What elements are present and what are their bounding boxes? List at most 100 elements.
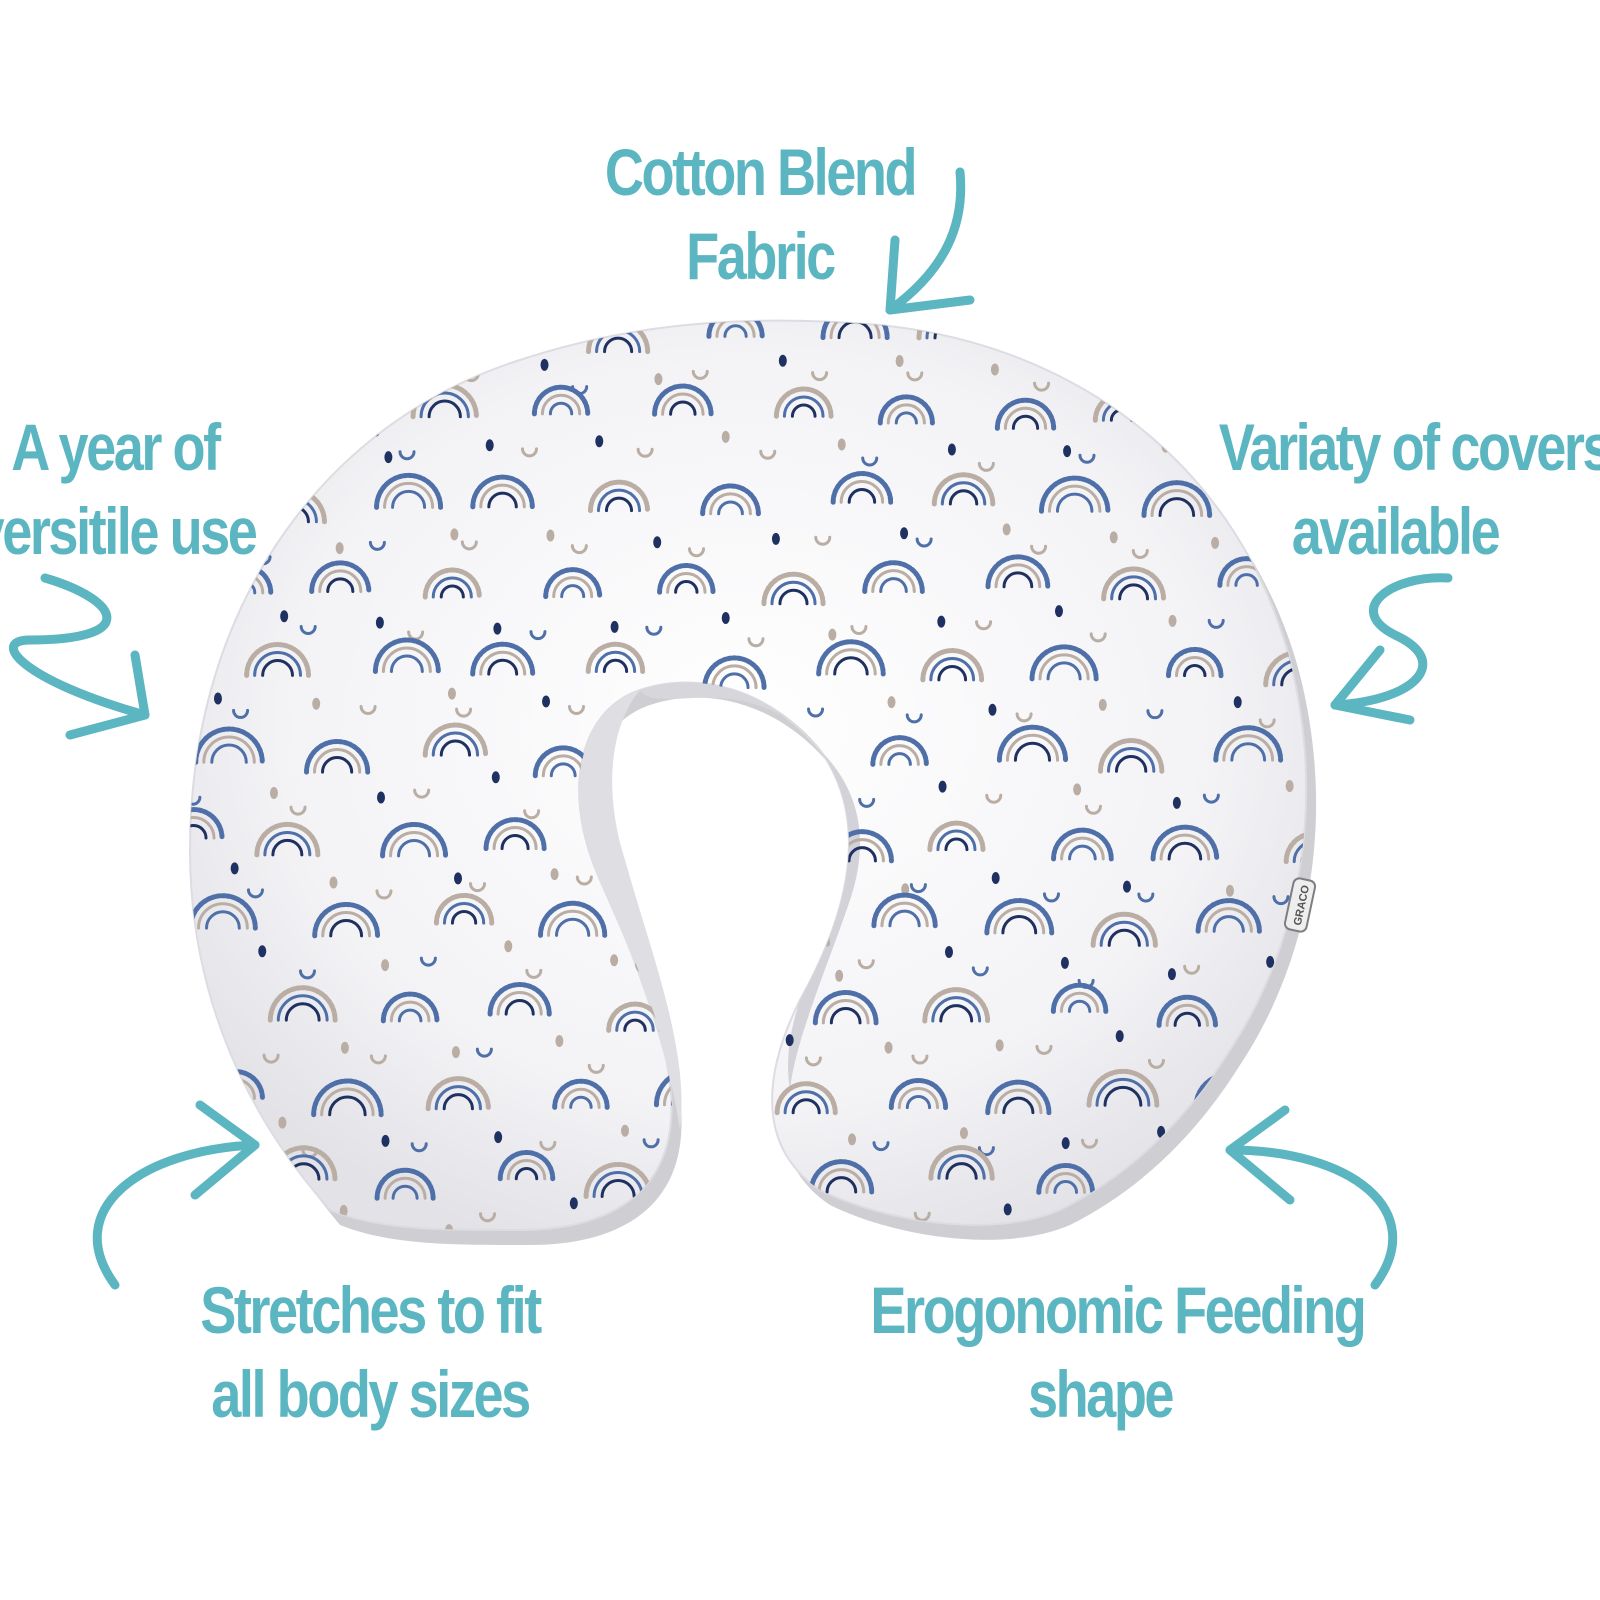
- callout-stretch-line1: Stretches to fit: [200, 1273, 542, 1347]
- zigzag-arrow-icon: [9, 573, 150, 720]
- smile-arc: [1202, 793, 1220, 804]
- rainbow-motif: [1036, 1163, 1096, 1195]
- rainbow-arc: [770, 580, 817, 606]
- smile-arc: [587, 1063, 605, 1074]
- raindrop-dot: [895, 355, 904, 368]
- rainbow-arc: [190, 981, 203, 1018]
- rainbow-arc: [1005, 733, 1060, 762]
- smile-arc: [469, 882, 487, 893]
- raindrop-dot: [1349, 885, 1357, 897]
- callout-year-line1: A year of: [11, 410, 221, 484]
- rainbow-motif: [380, 822, 449, 859]
- rainbow-arc: [304, 739, 371, 775]
- rainbow-arc: [479, 650, 527, 676]
- callout-cotton-blend: Cotton Blend Fabric: [596, 130, 924, 298]
- rainbow-arc: [500, 834, 530, 851]
- rainbow-arc: [817, 1168, 866, 1194]
- smile-arc: [368, 540, 386, 551]
- rainbow-arc: [871, 892, 938, 929]
- rainbow-motif: [706, 320, 765, 339]
- rainbow-arc: [769, 757, 809, 779]
- rainbow-arc: [487, 491, 518, 509]
- raindrop-dot: [1339, 347, 1347, 359]
- rainbow-arc: [311, 1078, 384, 1118]
- rainbow-arc: [993, 907, 1046, 935]
- rainbow-arc: [284, 1002, 321, 1022]
- rainbow-motif: [309, 560, 372, 594]
- smile-arc: [523, 809, 541, 820]
- raindrop-dot: [721, 430, 730, 443]
- smile-arc: [567, 704, 585, 715]
- rainbow-arc: [1101, 566, 1167, 602]
- rainbow-arc: [419, 391, 470, 419]
- rainbow-arc: [585, 641, 646, 674]
- rainbow-arc: [1279, 320, 1307, 331]
- arrow-down-left-icon: [885, 167, 966, 315]
- raindrop-dot: [1233, 696, 1242, 709]
- rainbow-arc: [312, 901, 381, 939]
- rainbow-motif: [487, 982, 552, 1017]
- rainbow-arc: [994, 1088, 1043, 1115]
- rainbow-motif: [483, 817, 547, 852]
- rainbow-arc: [920, 648, 985, 683]
- smile-arc: [915, 537, 933, 548]
- rainbow-arc: [594, 650, 637, 673]
- smile-arc: [636, 447, 654, 458]
- rainbow-arc: [1086, 1068, 1160, 1108]
- rainbow-motif: [433, 892, 495, 926]
- rainbow-motif: [1277, 995, 1307, 1027]
- rainbow-arc: [372, 637, 441, 674]
- smile-arc: [375, 889, 393, 900]
- raindrop-dot: [1224, 371, 1233, 384]
- smile-arc: [804, 1056, 822, 1067]
- rainbow-arc: [623, 1018, 647, 1032]
- raindrop-dot: [210, 1038, 219, 1051]
- zigzag-arrow-icon-right: [1330, 573, 1453, 710]
- rainbow-arc: [321, 911, 372, 938]
- arrowhead-covers: [1330, 645, 1415, 725]
- rainbow-arc: [702, 655, 767, 691]
- rainbow-motif: [931, 472, 996, 507]
- rainbow-motif: [312, 901, 381, 939]
- rainbow-arc: [492, 826, 538, 851]
- rainbow-arc: [733, 993, 765, 1011]
- rainbow-arc: [761, 571, 826, 607]
- rainbow-arc: [654, 735, 690, 755]
- smile-arc: [298, 969, 316, 980]
- rainbow-arc: [468, 320, 541, 342]
- rainbow-motif: [374, 472, 444, 510]
- rainbow-motif: [190, 807, 225, 841]
- rainbow-arc: [592, 1171, 644, 1198]
- raindrop-dot: [991, 871, 1000, 884]
- rainbow-arc: [190, 807, 225, 841]
- rainbow-arc: [1162, 1163, 1202, 1185]
- rainbow-motif: [928, 1145, 995, 1181]
- rainbow-arc: [1051, 828, 1114, 862]
- raindrop-dot: [947, 443, 956, 456]
- smile-arc: [1084, 804, 1102, 815]
- rainbow-arc: [1053, 1180, 1079, 1194]
- rainbow-arc: [552, 576, 594, 599]
- smile-arc: [529, 630, 547, 641]
- rainbow-arc: [280, 324, 309, 340]
- rainbow-arc: [769, 913, 830, 947]
- smile-arc: [455, 707, 473, 718]
- rainbow-arc: [808, 1159, 875, 1195]
- smile-arc: [691, 369, 709, 380]
- rainbow-arc: [397, 1008, 423, 1023]
- rainbow-motif: [312, 400, 379, 437]
- rainbow-arc: [210, 743, 248, 764]
- rainbow-arc: [1002, 1096, 1035, 1115]
- rainbow-arc: [596, 488, 642, 513]
- smile-arc: [1272, 895, 1290, 906]
- rainbow-arc: [422, 722, 489, 758]
- rainbow-motif: [193, 726, 265, 765]
- rainbow-arc: [790, 403, 817, 418]
- rainbow-motif: [985, 554, 1051, 590]
- rainbow-arc: [329, 919, 364, 938]
- rainbow-arc: [1106, 747, 1156, 773]
- rainbow-motif: [497, 1150, 556, 1182]
- smile-arc: [1078, 453, 1096, 464]
- rainbow-motif: [877, 394, 935, 426]
- raindrop-dot: [454, 872, 463, 885]
